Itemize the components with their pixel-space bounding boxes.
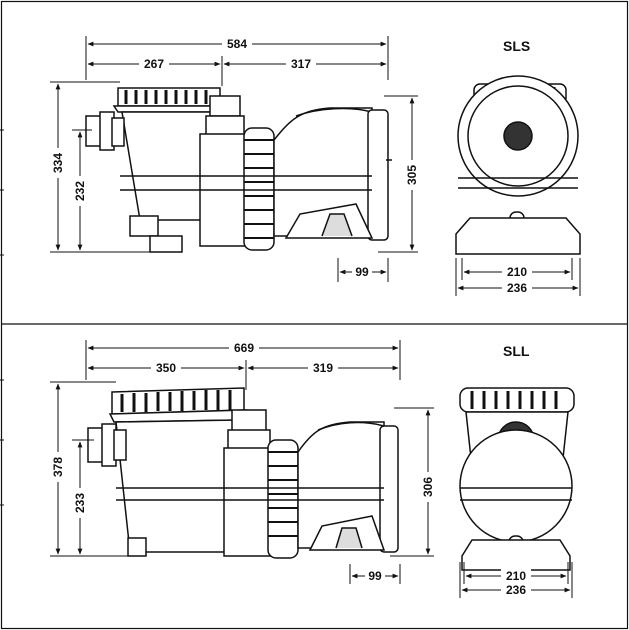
model-title: SLL [503,343,530,359]
panel-sll: SLL [50,340,575,598]
dim-overall-length: 584 [227,37,247,51]
dimension-labels: 584 267 317 334 232 305 99 210 236 [50,37,532,295]
dim-rear-length: 317 [291,57,311,71]
dim-end-inner-width: 210 [506,569,526,583]
panel-sls: SLS [50,36,581,296]
pump-end-view [455,75,581,255]
dimension-labels: 669 350 319 378 233 306 99 210 236 [50,341,531,597]
dim-foot-length: 99 [355,265,369,279]
dim-front-length: 267 [144,57,164,71]
dim-end-outer-width: 236 [507,281,527,295]
model-title: SLS [503,38,530,54]
pump-end-view [459,387,575,571]
dim-total-height: 378 [51,457,65,477]
dim-inlet-height: 232 [73,181,87,201]
dim-end-outer-width: 236 [506,583,526,597]
pump-side-view [87,387,399,559]
dim-front-length: 350 [156,361,176,375]
dim-total-height: 334 [51,153,65,173]
dim-overall-length: 669 [234,341,254,355]
dim-foot-length: 99 [368,569,382,583]
pump-side-view [85,87,392,253]
margin-ticks [0,129,4,506]
dim-motor-height: 305 [405,165,419,185]
dim-motor-height: 306 [421,477,435,497]
dim-rear-length: 319 [313,361,333,375]
dim-end-inner-width: 210 [507,265,527,279]
dim-inlet-height: 233 [73,493,87,513]
